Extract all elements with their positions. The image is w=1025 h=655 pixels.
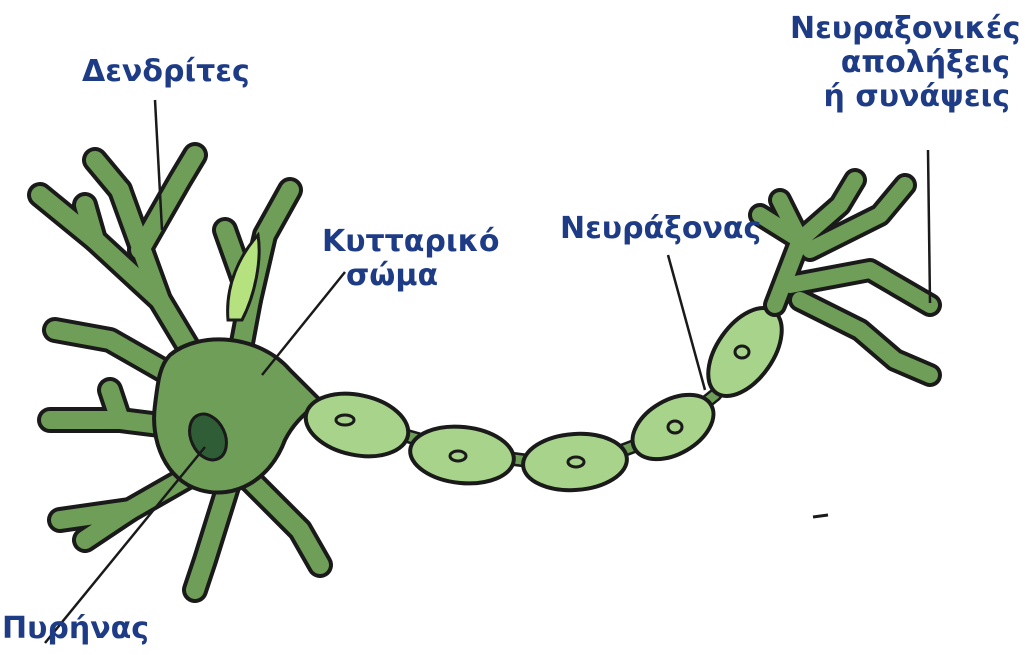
label-cell-body: Κυτταρικό σώμα <box>322 225 462 293</box>
label-axon-terminals: Νευραξονικές απολήξεις ή συνάψεις <box>790 12 1010 114</box>
label-axon: Νευράξονας <box>560 212 761 246</box>
label-nucleus: Πυρήνας <box>2 612 149 646</box>
stray-mark <box>813 515 828 517</box>
label-dendrites: Δενδρίτες <box>82 55 250 89</box>
myelin-segment <box>521 430 629 493</box>
axon-terminals <box>760 180 930 375</box>
leader-line-axon <box>668 255 705 390</box>
leader-line-terminals <box>928 150 930 303</box>
cell-body <box>154 339 320 492</box>
myelin-sheath <box>300 295 797 494</box>
myelin-segment <box>407 422 516 489</box>
